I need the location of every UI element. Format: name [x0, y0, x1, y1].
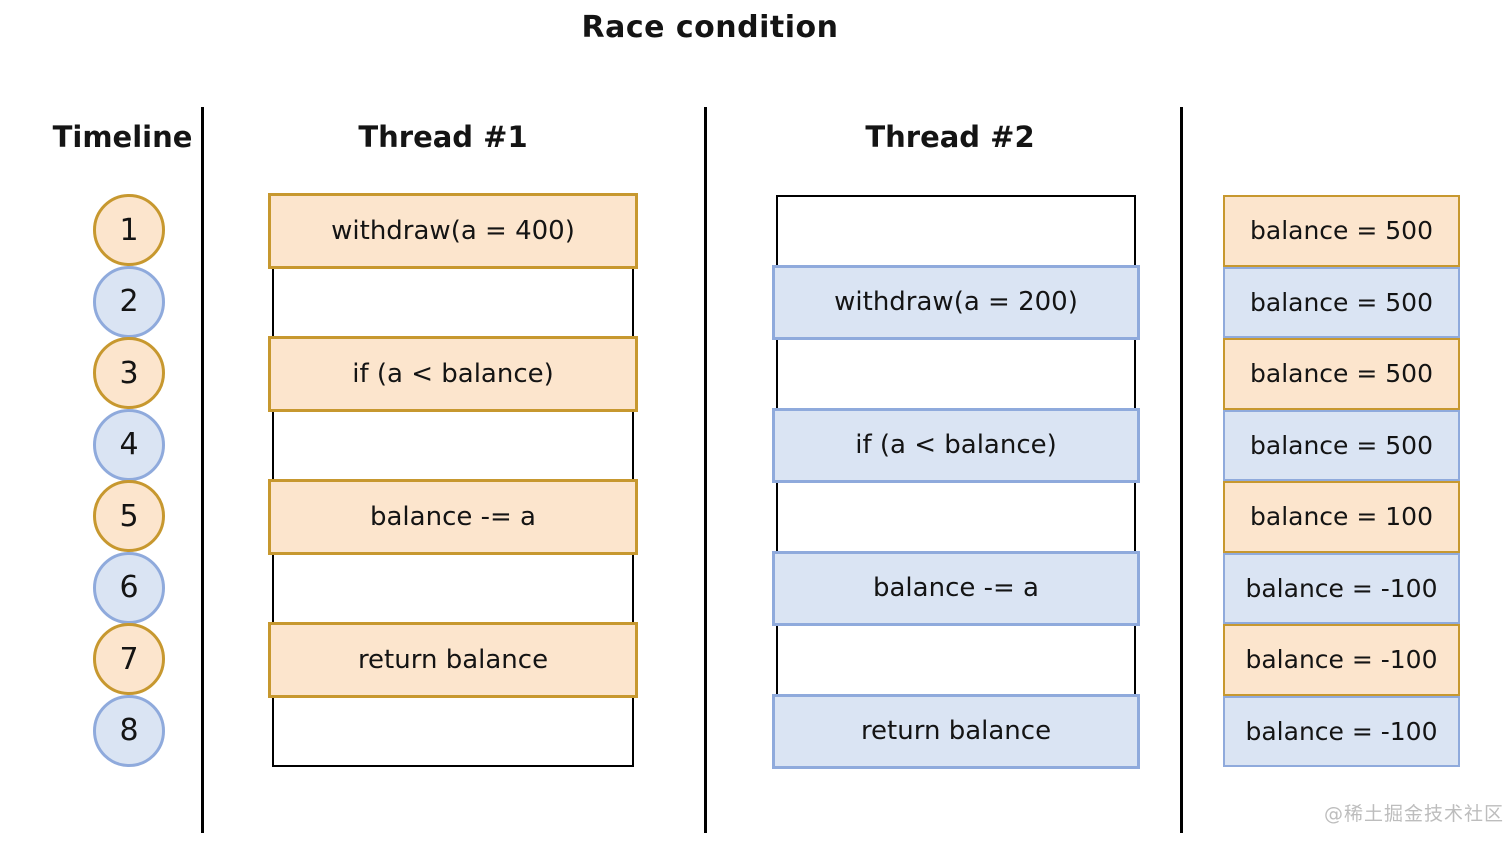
thread1-row-6: [272, 552, 634, 624]
step-number: 8: [119, 713, 139, 748]
step-number: 6: [119, 570, 139, 605]
timeline-step-4: 4: [93, 408, 165, 481]
balance-cell-6: balance = -100: [1223, 552, 1460, 624]
divider-threads: [704, 107, 707, 833]
step-number: 4: [119, 427, 139, 462]
thread1-header: Thread #1: [358, 120, 528, 154]
watermark: @稀土掘金技术社区: [1323, 803, 1504, 825]
timeline-step-5: 5: [93, 480, 165, 552]
thread1-row-3: if (a < balance): [268, 336, 638, 412]
timeline-step-7: 7: [93, 623, 165, 695]
step-number: 3: [119, 355, 139, 391]
thread2-row-1: [776, 195, 1136, 267]
thread1-row-8: [272, 695, 634, 767]
thread2-header: Thread #2: [865, 120, 1035, 154]
step-number: 1: [119, 212, 139, 248]
thread2-row-7: [776, 624, 1136, 696]
thread1-row-4: [272, 409, 634, 481]
step-number: 5: [119, 498, 139, 534]
thread1-row-5: balance -= a: [268, 479, 638, 555]
thread2-row-5: [776, 481, 1136, 553]
step-number: 2: [119, 284, 139, 319]
thread2-row-2: withdraw(a = 200): [772, 264, 1140, 340]
divider-timeline: [201, 107, 204, 833]
balance-cell-5: balance = 100: [1223, 481, 1460, 553]
thread2-row-8: return balance: [772, 693, 1140, 769]
balance-cell-1: balance = 500: [1223, 195, 1460, 267]
timeline-step-6: 6: [93, 551, 165, 624]
timeline-step-1: 1: [93, 194, 165, 266]
thread2-row-4: if (a < balance): [772, 407, 1140, 483]
thread1-column: withdraw(a = 400) if (a < balance) balan…: [268, 193, 638, 767]
thread1-row-2: [272, 266, 634, 338]
thread1-row-7: return balance: [268, 622, 638, 698]
balance-cell-2: balance = 500: [1223, 266, 1460, 338]
timeline-step-3: 3: [93, 337, 165, 409]
divider-balance: [1180, 107, 1183, 833]
timeline-step-8: 8: [93, 694, 165, 767]
thread2-column: withdraw(a = 200) if (a < balance) balan…: [772, 195, 1140, 769]
diagram-title: Race condition: [581, 10, 839, 45]
balance-cell-4: balance = 500: [1223, 409, 1460, 481]
thread2-row-3: [776, 338, 1136, 410]
balance-cell-7: balance = -100: [1223, 624, 1460, 696]
timeline-header: Timeline: [52, 120, 193, 154]
step-number: 7: [119, 641, 139, 677]
timeline-step-2: 2: [93, 265, 165, 338]
thread1-row-1: withdraw(a = 400): [268, 193, 638, 269]
balance-cell-3: balance = 500: [1223, 338, 1460, 410]
balance-cell-8: balance = -100: [1223, 695, 1460, 767]
thread2-row-6: balance -= a: [772, 550, 1140, 626]
